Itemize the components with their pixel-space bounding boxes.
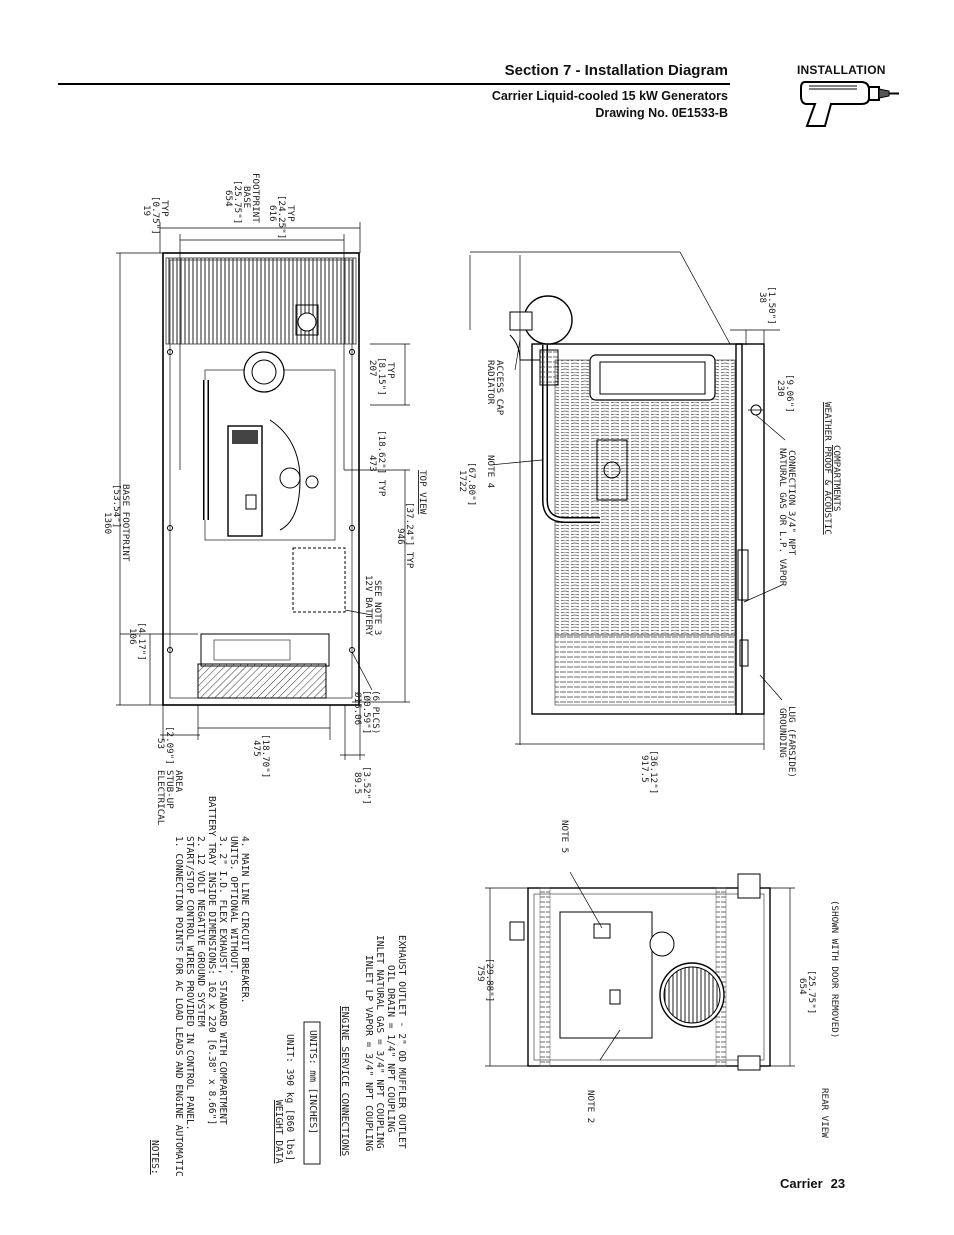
dim-946: 946 — [395, 528, 406, 545]
hole-size-in: [Ø0.59"] — [361, 690, 372, 734]
hole-size: Ø15.06 — [352, 692, 363, 725]
rear-view-labels: NOTE 5 NOTE 2 759 [29.88"] 654 [25.75"] … — [475, 820, 840, 1138]
dim-654-in: [25.75"] — [232, 180, 243, 224]
drawing-number: Drawing No. 0E1533-B — [595, 106, 728, 120]
header-rule — [58, 83, 730, 85]
note-line-3: 2. 12 VOLT NEGATIVE GROUND SYSTEM — [195, 836, 206, 1027]
dim-38-in: [1.50"] — [766, 286, 777, 325]
note-2: NOTE 2 — [585, 1090, 596, 1123]
dim-89-5: 89.5 — [352, 772, 363, 794]
dim-207: 207 — [367, 360, 378, 377]
dim-654-base: BASE — [241, 186, 252, 208]
service-line-1: INLET LP VAPOR = 3/4" NPT COUPLING — [363, 955, 374, 1152]
units-label: UNITS: mm [INCHES] — [307, 1030, 318, 1134]
top-view-label: TOP VIEW — [417, 470, 428, 515]
dim-53: 53 — [155, 738, 166, 749]
label-stub-up: STUB-UP — [164, 770, 175, 809]
grounding-lug: LUG (FARSIDE) — [786, 706, 797, 778]
dim-1360: 1360 — [102, 512, 113, 534]
dim-1722-in: [67.80"] — [466, 462, 477, 506]
service-title: ENGINE SERVICE CONNECTIONS — [339, 1006, 350, 1156]
radiator-label: RADIATOR — [485, 360, 496, 405]
service-line-3: OIL DRAIN = 1/4" NPT COUPLING — [385, 965, 396, 1133]
dim-1722: 1722 — [457, 470, 468, 492]
label-electrical: ELECTRICAL — [155, 770, 166, 826]
rear-view — [485, 871, 795, 1071]
top-view — [116, 222, 410, 760]
notes-title: NOTES: — [149, 1140, 160, 1175]
dim-230-in: [9.06"] — [784, 374, 795, 413]
dim-616-typ: TYP — [285, 205, 296, 222]
gas-connection-label: NATURAL GAS OR L.P. VAPOR — [777, 448, 788, 587]
side-view — [469, 251, 786, 750]
weight-value: UNIT: 390 kg [860 lbs] — [284, 1034, 295, 1161]
dim-917-5: 917.5 — [639, 755, 650, 783]
dim-654: 654 — [223, 190, 234, 207]
battery-note: SEE NOTE 3 — [372, 580, 383, 635]
note-line-1: 1. CONNECTION POINTS FOR AC LOAD LEADS A… — [173, 836, 184, 1177]
dim-654-rear-in: [25.75"] — [806, 970, 817, 1014]
dim-106: 106 — [127, 628, 138, 645]
note-line-5: 3. 2" I.D. FLEX EXHAUST, STANDARD WITH C… — [217, 836, 228, 1125]
drill-icon — [800, 81, 899, 127]
dim-654-footprint: FOOTPRINT — [250, 173, 261, 223]
dim-917-5-in: [36.12"] — [648, 750, 659, 794]
weather-proof-compartments: COMPARTMENTS — [831, 445, 842, 511]
dim-207-in: [8.15"] — [376, 357, 387, 396]
weight-title: WEIGHT DATA — [273, 1100, 284, 1164]
installation-badge: INSTALLATION — [797, 63, 886, 77]
dim-89-5-in: [3.52"] — [361, 766, 372, 805]
rear-view-label: REAR VIEW — [819, 1088, 830, 1138]
dim-1360-fp: BASE FOOTPRINT — [120, 484, 131, 562]
dim-654-rear: 654 — [797, 978, 808, 995]
top-view-labels: 19 [0.75"] TYP 654 [25.75"] BASE FOOTPRI… — [102, 173, 428, 826]
label-area: AREA — [173, 770, 184, 793]
service-line-4: EXHAUST OUTLET - 2" OD MUFFLER OUTLET — [396, 935, 407, 1149]
dim-38: 38 — [757, 292, 768, 303]
weather-proof-label: WEATHER PROOF & ACOUSTIC — [822, 402, 833, 535]
grounding-label: GROUNDING — [777, 708, 788, 758]
gas-connection-size: CONNECTION 3/4" NPT — [786, 450, 797, 556]
side-view-labels: 38 [1.50"] 230 [9.06"] 1722 [67.80"] RAD… — [457, 286, 842, 794]
dim-19: 19 — [141, 205, 152, 216]
dim-616-in: [24.25"] — [276, 195, 287, 239]
dim-1360-in: [53.54"] — [111, 484, 122, 528]
dim-106-in: [4.17"] — [136, 622, 147, 661]
header-subtitle: Carrier Liquid-cooled 15 kW Generators D… — [300, 88, 728, 122]
dim-19-in: [0.75"] — [150, 196, 161, 235]
page-number: 23 — [830, 1176, 846, 1191]
dim-759-in: [29.88"] — [484, 958, 495, 1002]
dim-475: 475 — [251, 740, 262, 757]
dim-19-typ: TYP — [159, 200, 170, 217]
dim-473-in: [18.62"] TYP — [376, 430, 387, 497]
dim-759: 759 — [475, 965, 486, 982]
dim-230: 230 — [775, 380, 786, 397]
footer-brand: Carrier — [780, 1176, 823, 1191]
page-footer: Carrier 23 — [780, 1176, 845, 1191]
subtitle-line-1: Carrier Liquid-cooled 15 kW Generators — [491, 89, 728, 103]
dim-475-in: [18.70"] — [260, 734, 271, 778]
battery-label: 12V BATTERY — [363, 575, 374, 636]
dim-946-in: [37.24"] TYP — [404, 502, 415, 569]
dim-616: 616 — [267, 205, 278, 222]
note-line-4: BATTERY TRAY INSIDE DIMENSIONS: 162 x 22… — [206, 796, 217, 1125]
radiator-access-cap: ACCESS CAP — [494, 360, 505, 416]
dim-53-in: [2.09"] — [164, 726, 175, 765]
note-line-6: UNITS. OPTIONAL WITHOUT. — [228, 836, 239, 975]
service-line-2: INLET NATURAL GAS = 3/4" NPT COUPLING — [374, 935, 385, 1149]
note-4: NOTE 4 — [485, 455, 496, 489]
rear-view-note: (SHOWN WITH DOOR REMOVED) — [829, 900, 840, 1038]
dim-473: 473 — [367, 455, 378, 472]
note-5: NOTE 5 — [559, 820, 570, 853]
dim-207-typ: TYP — [385, 362, 396, 379]
hole-count: (6 PLCS) — [370, 690, 381, 734]
notes-block: NOTES: 1. CONNECTION POINTS FOR AC LOAD … — [149, 796, 407, 1177]
note-line-7: 4. MAIN LINE CIRCUIT BREAKER. — [239, 836, 250, 1004]
note-line-2: START/STOP CONTROL WIRES PROVIDED IN CON… — [184, 836, 195, 1131]
section-title: Section 7 - Installation Diagram — [504, 62, 728, 79]
